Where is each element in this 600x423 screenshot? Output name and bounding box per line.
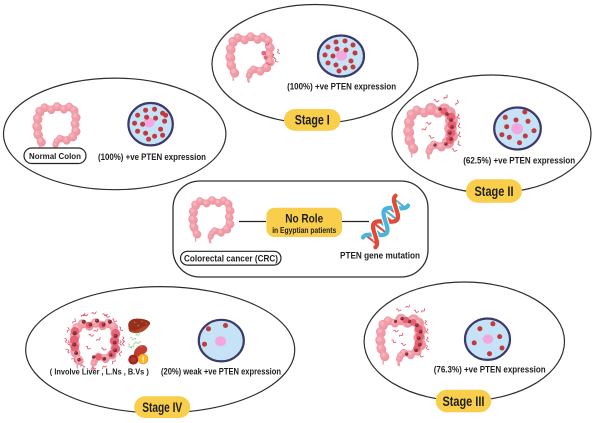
svg-text:Stage II: Stage II	[475, 184, 514, 199]
svg-text:(100%) +ve PTEN expression: (100%) +ve PTEN expression	[287, 81, 396, 91]
svg-text:(100%) +ve PTEN expression: (100%) +ve PTEN expression	[98, 152, 206, 162]
svg-text:Stage III: Stage III	[442, 394, 484, 409]
svg-text:Stage I: Stage I	[295, 113, 330, 128]
svg-text:( Involve Liver , L.Ns , B.Vs: ( Involve Liver , L.Ns , B.Vs )	[50, 367, 149, 377]
svg-text:No Role: No Role	[285, 211, 323, 225]
svg-text:(76.3%) +ve PTEN expression: (76.3%) +ve PTEN expression	[434, 365, 546, 375]
svg-text:Stage IV: Stage IV	[142, 400, 182, 415]
svg-text:PTEN gene mutation: PTEN gene mutation	[340, 251, 420, 262]
svg-text:!: !	[142, 355, 145, 364]
svg-text:in Egyptian patients: in Egyptian patients	[272, 226, 337, 235]
svg-text:(62.5%) +ve PTEN expression: (62.5%) +ve PTEN expression	[463, 155, 575, 165]
svg-text:Colorectal cancer (CRC): Colorectal cancer (CRC)	[184, 252, 278, 263]
svg-text:Normal Colon: Normal Colon	[29, 151, 81, 161]
svg-text:(20%) weak +ve PTEN expression: (20%) weak +ve PTEN expression	[161, 367, 281, 377]
